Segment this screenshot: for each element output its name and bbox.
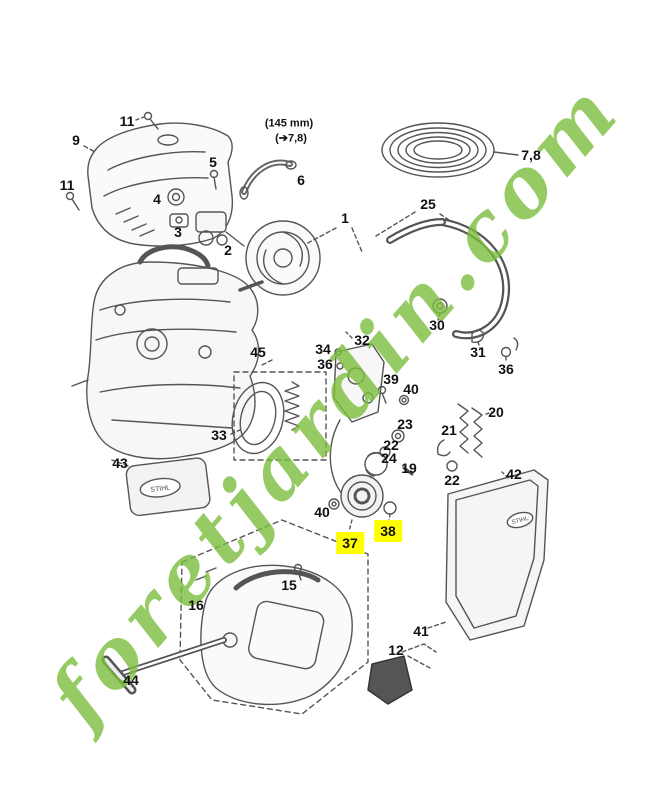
part-label-38: 38 xyxy=(374,520,402,542)
part-label-44: 44 xyxy=(123,672,139,688)
hose-part xyxy=(239,159,297,200)
part-label-11: 11 xyxy=(119,113,135,129)
brand-badge: STIHL xyxy=(150,485,171,494)
bumper-spike-part xyxy=(457,403,493,458)
part-label-9: 9 xyxy=(72,132,80,148)
spring-part xyxy=(259,359,300,431)
part-label-3: 3 xyxy=(174,224,182,240)
part-label-11: 11 xyxy=(59,177,75,193)
wrench-part xyxy=(101,637,227,695)
grommet-part xyxy=(432,298,448,321)
pin-part xyxy=(334,348,342,356)
clutch-drum-part xyxy=(340,474,384,532)
fuel-line-coil-part xyxy=(381,122,519,178)
screw-part xyxy=(65,191,80,211)
part-label-34: 34 xyxy=(315,341,331,357)
screw-part xyxy=(293,563,303,581)
part-label-5: 5 xyxy=(209,154,217,170)
clip-part xyxy=(471,329,485,349)
foot-part xyxy=(367,643,437,705)
washer-part xyxy=(391,429,405,443)
grommet-part xyxy=(167,188,185,206)
part-label-30: 30 xyxy=(429,317,445,333)
pin-part xyxy=(402,466,414,476)
tank-housing-part xyxy=(179,519,369,715)
annotation: (145 mm) xyxy=(264,117,314,130)
part-label-45: 45 xyxy=(250,344,266,360)
part-label-43: 43 xyxy=(112,455,128,471)
part-label-25: 25 xyxy=(420,196,436,212)
part-label-41: 41 xyxy=(413,623,429,639)
part-label-22: 22 xyxy=(383,437,399,453)
part-label-33: 33 xyxy=(211,427,227,443)
screw-part xyxy=(209,169,219,190)
part-label-39: 39 xyxy=(383,371,399,387)
part-label-4: 4 xyxy=(153,191,161,207)
handlebar-part xyxy=(375,211,511,340)
part-label-6: 6 xyxy=(297,172,305,188)
part-label-15: 15 xyxy=(281,577,297,593)
part-label-12: 12 xyxy=(388,642,404,658)
annotation: (➔7,8) xyxy=(275,132,307,145)
part-label-2: 2 xyxy=(224,242,232,258)
brake-assembly-part xyxy=(329,331,385,507)
part-label-31: 31 xyxy=(470,344,486,360)
washer-part xyxy=(328,498,340,510)
brand-badge: STIHL xyxy=(511,516,530,526)
part-label-1: 1 xyxy=(341,210,349,226)
part-label-19: 19 xyxy=(401,460,417,476)
screw-part xyxy=(135,111,159,130)
part-label-23: 23 xyxy=(397,416,413,432)
part-label-22: 22 xyxy=(444,472,460,488)
part-label-16: 16 xyxy=(188,597,204,613)
part-label-37: 37 xyxy=(336,532,364,554)
part-label-36: 36 xyxy=(317,356,333,372)
nut-part xyxy=(500,337,519,363)
gasket-part xyxy=(230,371,327,461)
chain-catcher-part xyxy=(436,439,451,457)
part-label-40: 40 xyxy=(403,381,419,397)
side-cover-part xyxy=(427,469,549,641)
bolt-part xyxy=(446,460,458,472)
part-label-40: 40 xyxy=(314,504,330,520)
bracket-part xyxy=(169,213,189,228)
part-label-21: 21 xyxy=(441,422,457,438)
carburetor-part xyxy=(195,211,245,247)
washer-part xyxy=(398,394,410,406)
e-clip-part xyxy=(383,501,397,522)
nut-part xyxy=(336,362,344,370)
fan-housing-part xyxy=(245,220,363,296)
part-label-24: 24 xyxy=(381,450,397,466)
part-label-32: 32 xyxy=(354,332,370,348)
part-label-7,8: 7,8 xyxy=(521,147,541,163)
screw-part xyxy=(377,385,387,404)
part-label-20: 20 xyxy=(488,404,504,420)
muffler-part xyxy=(111,457,211,517)
part-label-36: 36 xyxy=(498,361,514,377)
powerhead-body xyxy=(71,244,264,460)
clutch-part xyxy=(364,451,388,477)
part-label-42: 42 xyxy=(506,466,522,482)
